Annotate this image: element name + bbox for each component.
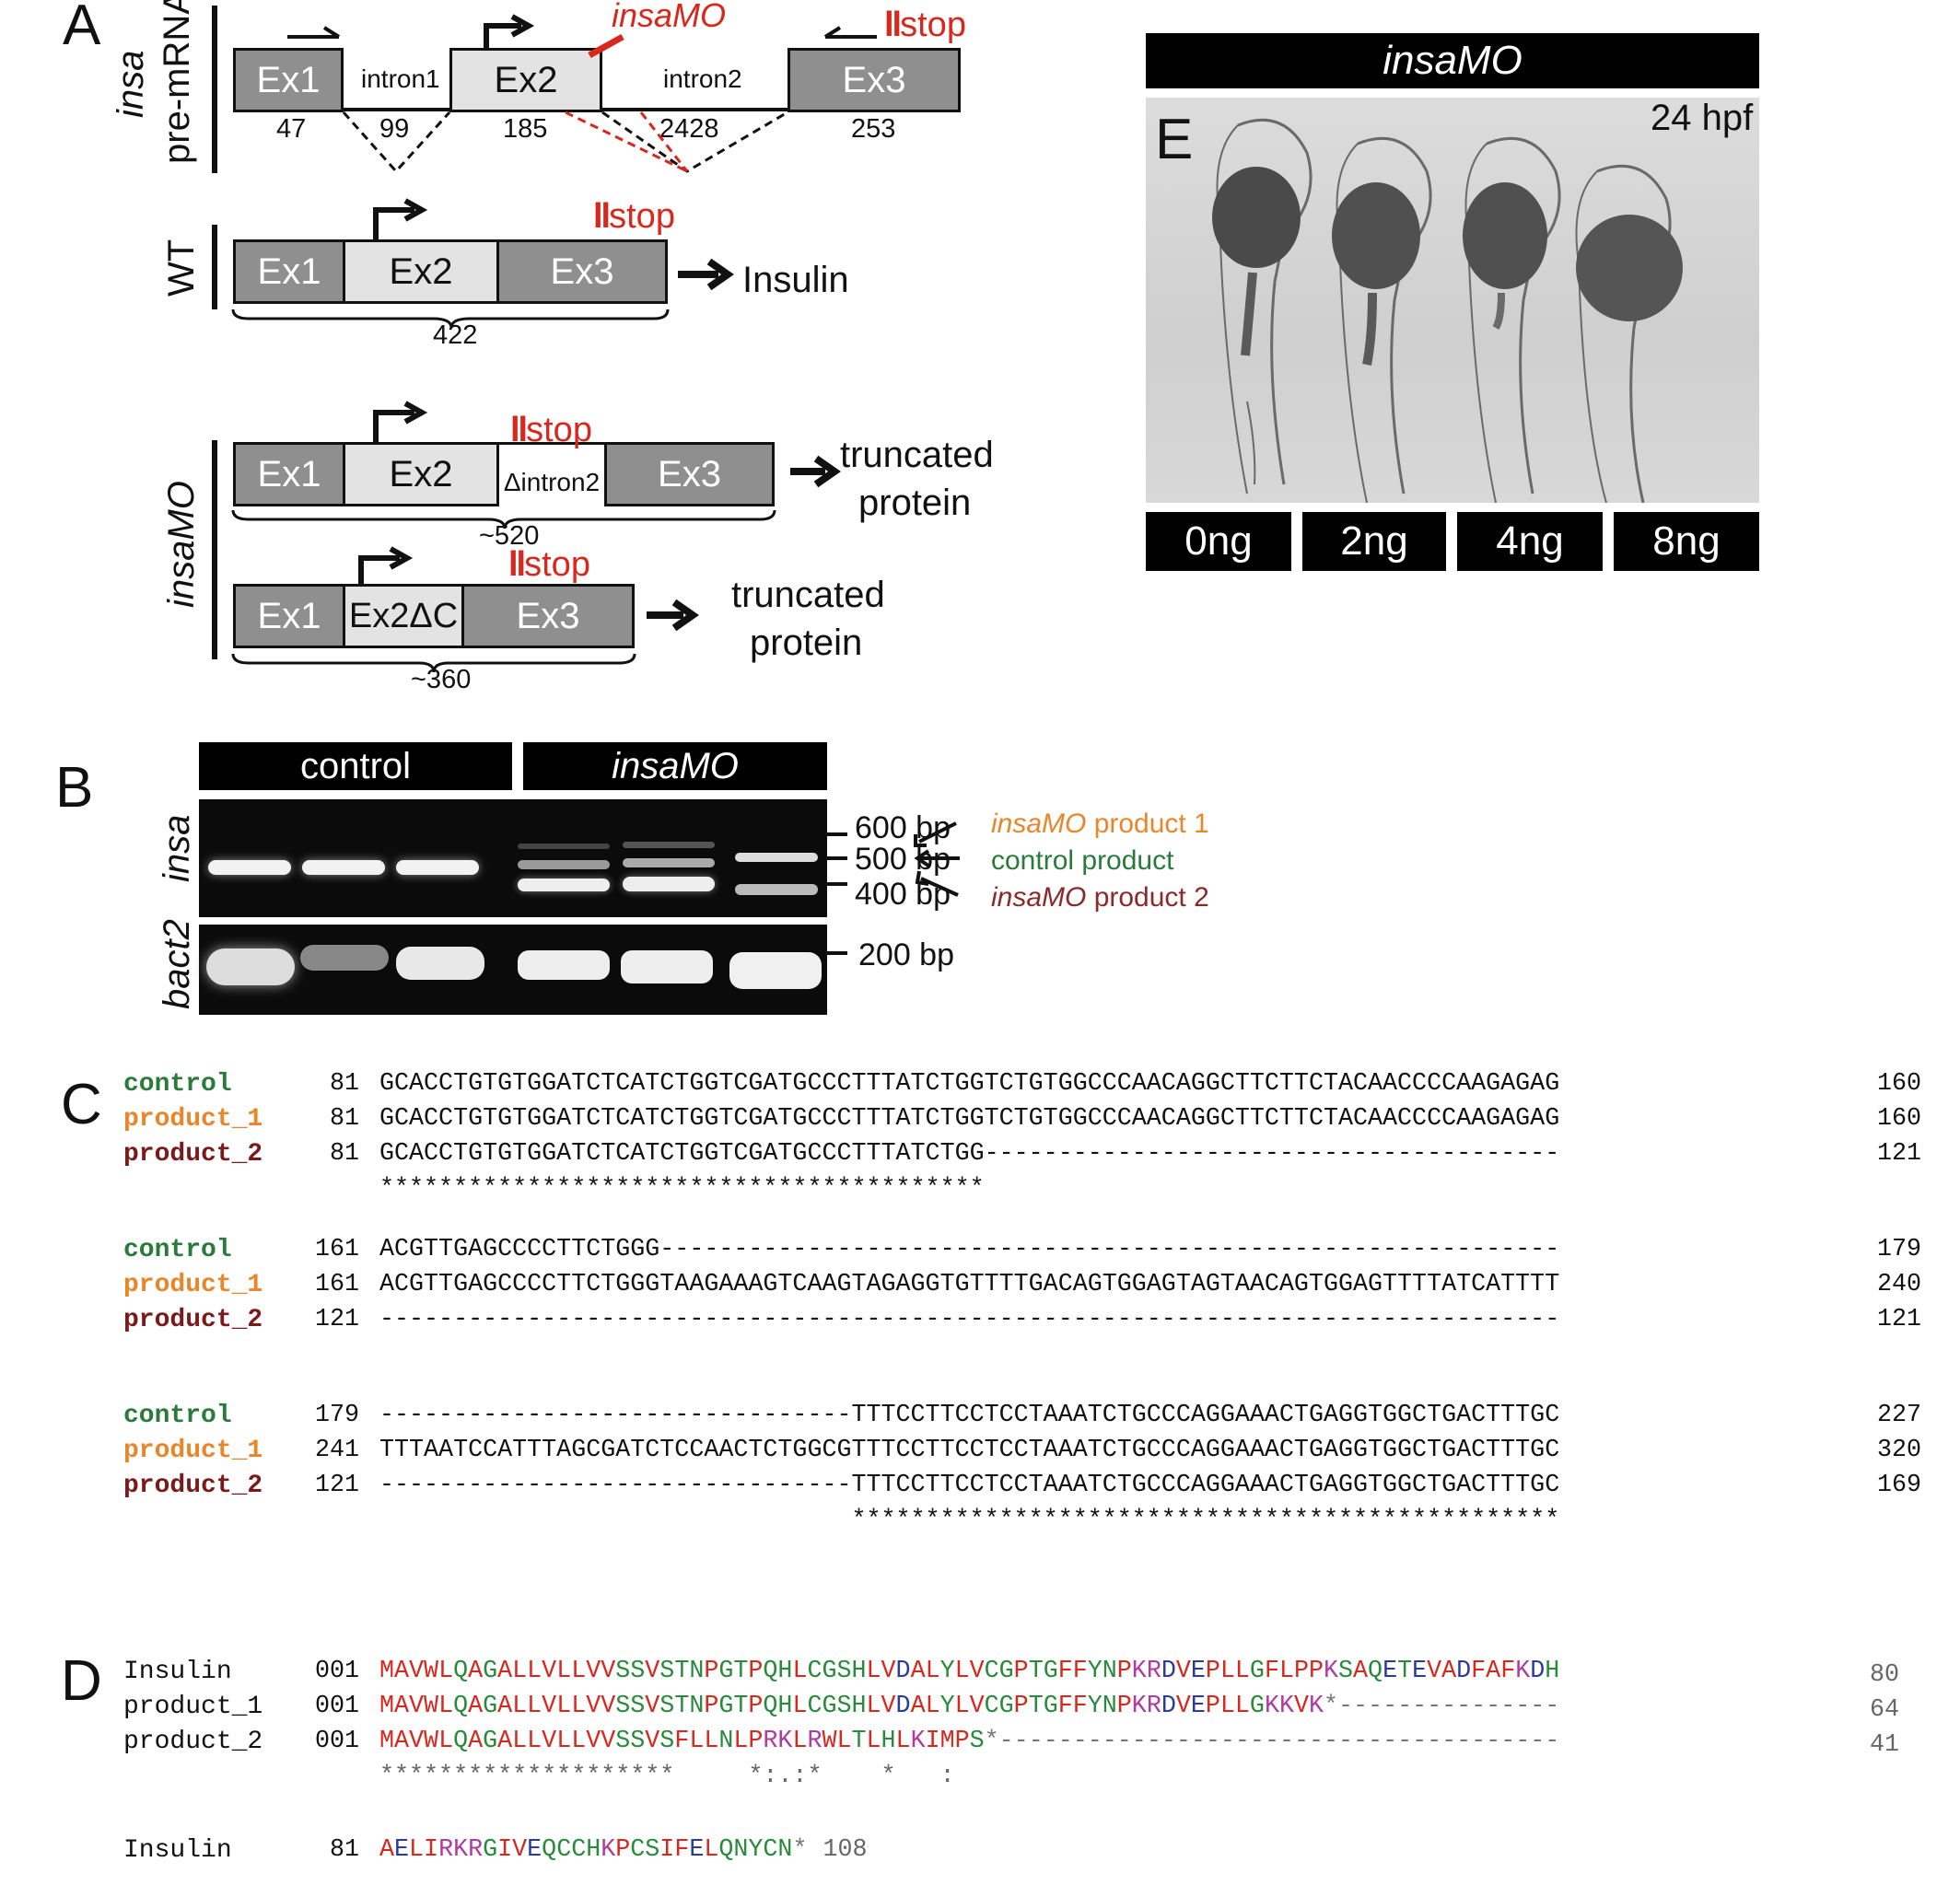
panel-label-e: E <box>1155 107 1193 172</box>
protein-end: 80 <box>1870 1661 1899 1689</box>
alignment-consensus: ****************************************… <box>379 1175 985 1203</box>
alignment-end: 227 <box>1877 1402 1921 1429</box>
alignment-start: 81 <box>295 1140 359 1168</box>
alignment-sequence: --------------------------------TTTCCTTC… <box>379 1472 1559 1499</box>
gel-insamo-header: insaMO <box>523 742 827 790</box>
alignment-end: 240 <box>1877 1271 1921 1298</box>
dose-4: 4ng <box>1457 512 1603 571</box>
alignment-sequence: ACGTTGAGCCCCTTCTGGG---------------------… <box>379 1236 1559 1263</box>
protein-label-insulin-2: Insulin <box>123 1836 232 1865</box>
protein-sequence: AELIRKRGIVEQCCHKPCSIFELQNYCN* <box>379 1836 807 1864</box>
gel-bact2 <box>199 925 827 1015</box>
alignment-end: 160 <box>1877 1070 1921 1098</box>
alignment-sequence: --------------------------------TTTCCTTC… <box>379 1402 1559 1429</box>
alignment-sequence: GCACCTGTGTGGATCTCATCTGGTCGATGCCCTTTATCTG… <box>379 1105 1559 1133</box>
alignment-sequence: GCACCTGTGTGGATCTCATCTGGTCGATGCCCTTTATCTG… <box>379 1070 1559 1098</box>
alignment-label-product_1: product_1 <box>123 1105 262 1134</box>
alignment-label-product_2: product_2 <box>123 1306 262 1334</box>
gel-insa-label: insa <box>157 815 198 882</box>
alignment-label-product_1: product_1 <box>123 1437 262 1465</box>
alignment-sequence: ACGTTGAGCCCCTTCTGGGTAAGAAAGTCAAGTAGAGGTG… <box>379 1271 1559 1298</box>
alignment-sequence: ----------------------------------------… <box>379 1306 1559 1333</box>
stage-label: 24 hpf <box>1651 98 1753 139</box>
alignment-start: 161 <box>295 1271 359 1298</box>
protein-end: 108 <box>822 1836 867 1864</box>
protein-sequence: MAVWLQAGALLVLLVVSSVSTNPGTPQHLCGSHLVDALYL… <box>379 1693 1559 1720</box>
panel-e-title-bar: insaMO <box>1146 33 1759 88</box>
protein-label-product_2: product_2 <box>123 1728 262 1756</box>
protein-end: 64 <box>1870 1696 1899 1724</box>
panel-label-d: D <box>61 1648 102 1714</box>
alignment-end: 169 <box>1877 1472 1921 1499</box>
gel-bact2-label: bact2 <box>157 919 198 1009</box>
protein-sequence: MAVWLQAGALLVLLVVSSVSFLLNLPRKLRWLTLHLKIMP… <box>379 1728 1559 1755</box>
alignment-start: 121 <box>295 1472 359 1499</box>
alignment-start: 161 <box>295 1236 359 1263</box>
gel-insa <box>199 799 827 917</box>
protein-start: 81 <box>295 1836 359 1864</box>
alignment-start: 81 <box>295 1105 359 1133</box>
product1-annotation: insaMO product 1 <box>991 809 1209 840</box>
dose-8: 8ng <box>1614 512 1759 571</box>
alignment-start: 81 <box>295 1070 359 1098</box>
protein-start: 001 <box>295 1693 359 1720</box>
alignment-label-control: control <box>123 1402 232 1430</box>
dose-0: 0ng <box>1146 512 1291 571</box>
embryo-image: E 24 hpf <box>1146 98 1759 503</box>
panel-label-b: B <box>55 755 93 820</box>
protein-start: 001 <box>295 1728 359 1755</box>
protein-label-product_1: product_1 <box>123 1693 262 1721</box>
panel-label-c: C <box>61 1072 102 1137</box>
wt-lines <box>0 184 1013 368</box>
marker-400: 400 bp <box>855 877 951 913</box>
protein-label-Insulin: Insulin <box>123 1658 232 1686</box>
premrna-diagram-lines <box>0 0 1013 184</box>
alignment-end: 160 <box>1877 1105 1921 1133</box>
dose-2: 2ng <box>1302 512 1446 571</box>
alignment-start: 241 <box>295 1437 359 1464</box>
alignment-label-product_2: product_2 <box>123 1140 262 1169</box>
protein-start: 001 <box>295 1658 359 1685</box>
alignment-label-control: control <box>123 1236 232 1264</box>
alignment-consensus: ****************************************… <box>379 1507 1559 1534</box>
embryo-drawing <box>1146 98 1759 503</box>
alignment-label-product_1: product_1 <box>123 1271 262 1299</box>
alignment-label-product_2: product_2 <box>123 1472 262 1500</box>
alignment-start: 121 <box>295 1306 359 1333</box>
mo-lines <box>0 387 1013 700</box>
marker-200: 200 bp <box>858 937 954 973</box>
alignment-end: 121 <box>1877 1140 1921 1168</box>
product2-annotation: insaMO product 2 <box>991 882 1209 914</box>
control-product-annotation: control product <box>991 845 1173 877</box>
alignment-start: 179 <box>295 1402 359 1429</box>
alignment-sequence: GCACCTGTGTGGATCTCATCTGGTCGATGCCCTTTATCTG… <box>379 1140 1559 1168</box>
protein-consensus: ******************** *:.:* * : <box>379 1763 955 1790</box>
alignment-end: 320 <box>1877 1437 1921 1464</box>
protein-end: 41 <box>1870 1731 1899 1759</box>
gel-control-header: control <box>199 742 512 790</box>
alignment-end: 179 <box>1877 1236 1921 1263</box>
protein-sequence: MAVWLQAGALLVLLVVSSVSTNPGTPQHLCGSHLVDALYL… <box>379 1658 1559 1685</box>
alignment-sequence: TTTAATCCATTTAGCGATCTCCAACTCTGGCGTTTCCTTC… <box>379 1437 1559 1464</box>
marker-500: 500 bp <box>855 842 951 878</box>
alignment-label-control: control <box>123 1070 232 1099</box>
alignment-end: 121 <box>1877 1306 1921 1333</box>
